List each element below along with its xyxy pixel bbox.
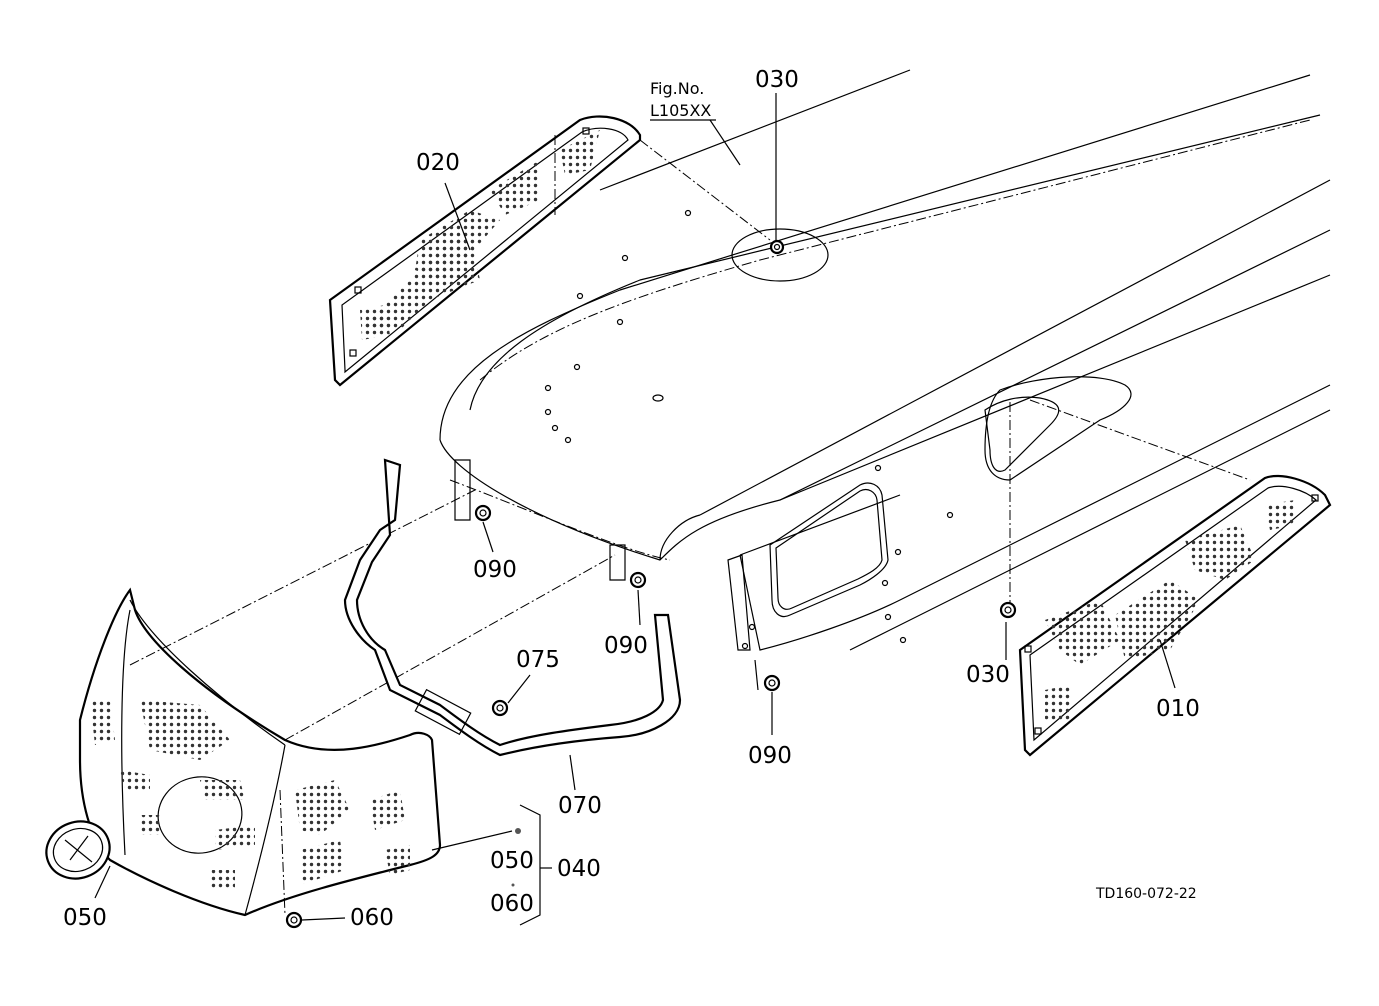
front-grille <box>78 489 616 917</box>
callout-090-a: 090 <box>473 557 517 583</box>
callout-070: 070 <box>558 793 602 819</box>
emblem-050 <box>45 820 111 880</box>
callout-040: 040 <box>557 856 601 882</box>
nut-090-b <box>629 571 647 589</box>
drawing-code: TD160-072-22 <box>1095 886 1197 902</box>
nut-030-top <box>769 239 785 255</box>
nut-030-right <box>999 601 1017 619</box>
nut-060 <box>285 911 303 929</box>
hood-mounting-holes <box>544 209 954 650</box>
nut-090-c <box>763 674 781 692</box>
callout-030-top: 030 <box>755 67 799 93</box>
callout-020: 020 <box>416 150 460 176</box>
callout-060-bottom: 060 <box>350 905 394 931</box>
nut-090-a <box>474 504 492 522</box>
callout-075: 075 <box>516 647 560 673</box>
callout-050-badge: 050 <box>63 905 107 931</box>
callout-090-b: 090 <box>604 633 648 659</box>
callout-labels: Fig.No. L105XX 030 020 090 090 090 075 0… <box>63 67 1200 931</box>
callout-090-c: 090 <box>748 743 792 769</box>
nut-075 <box>491 699 509 717</box>
top-grille-020 <box>328 115 771 387</box>
callout-060-group: 060 <box>490 891 534 917</box>
fig-no-value: L105XX <box>650 101 711 120</box>
callout-010: 010 <box>1156 696 1200 722</box>
leader-lines <box>94 93 1176 926</box>
hood-body <box>439 69 1331 691</box>
fasteners <box>285 239 1017 929</box>
grille-frame-070 <box>343 458 682 757</box>
fig-no-label: Fig.No. <box>650 79 704 98</box>
side-grille-010 <box>1009 399 1332 757</box>
callout-030-right: 030 <box>966 662 1010 688</box>
callout-050-group: 050 <box>490 848 534 874</box>
